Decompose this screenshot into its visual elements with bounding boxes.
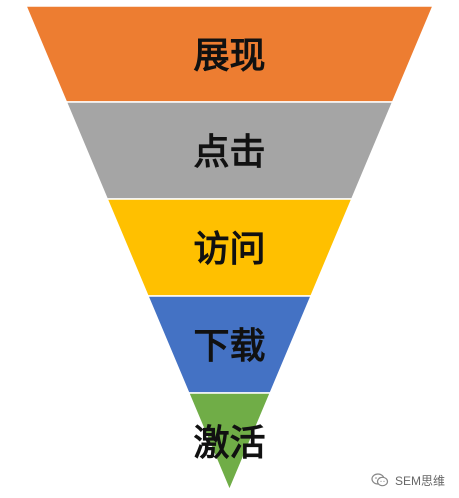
funnel-stage-5: [187, 392, 272, 492]
watermark: SEM思维: [371, 470, 445, 490]
stage-label-2: 点击: [193, 132, 265, 173]
wechat-icon: [371, 473, 389, 487]
stage-label-1: 展现: [193, 36, 265, 77]
stage-label-5: 激活: [193, 423, 265, 464]
stage-label-3: 访问: [193, 229, 265, 270]
watermark-text: SEM思维: [394, 473, 445, 488]
stage-label-4: 下载: [193, 326, 265, 367]
